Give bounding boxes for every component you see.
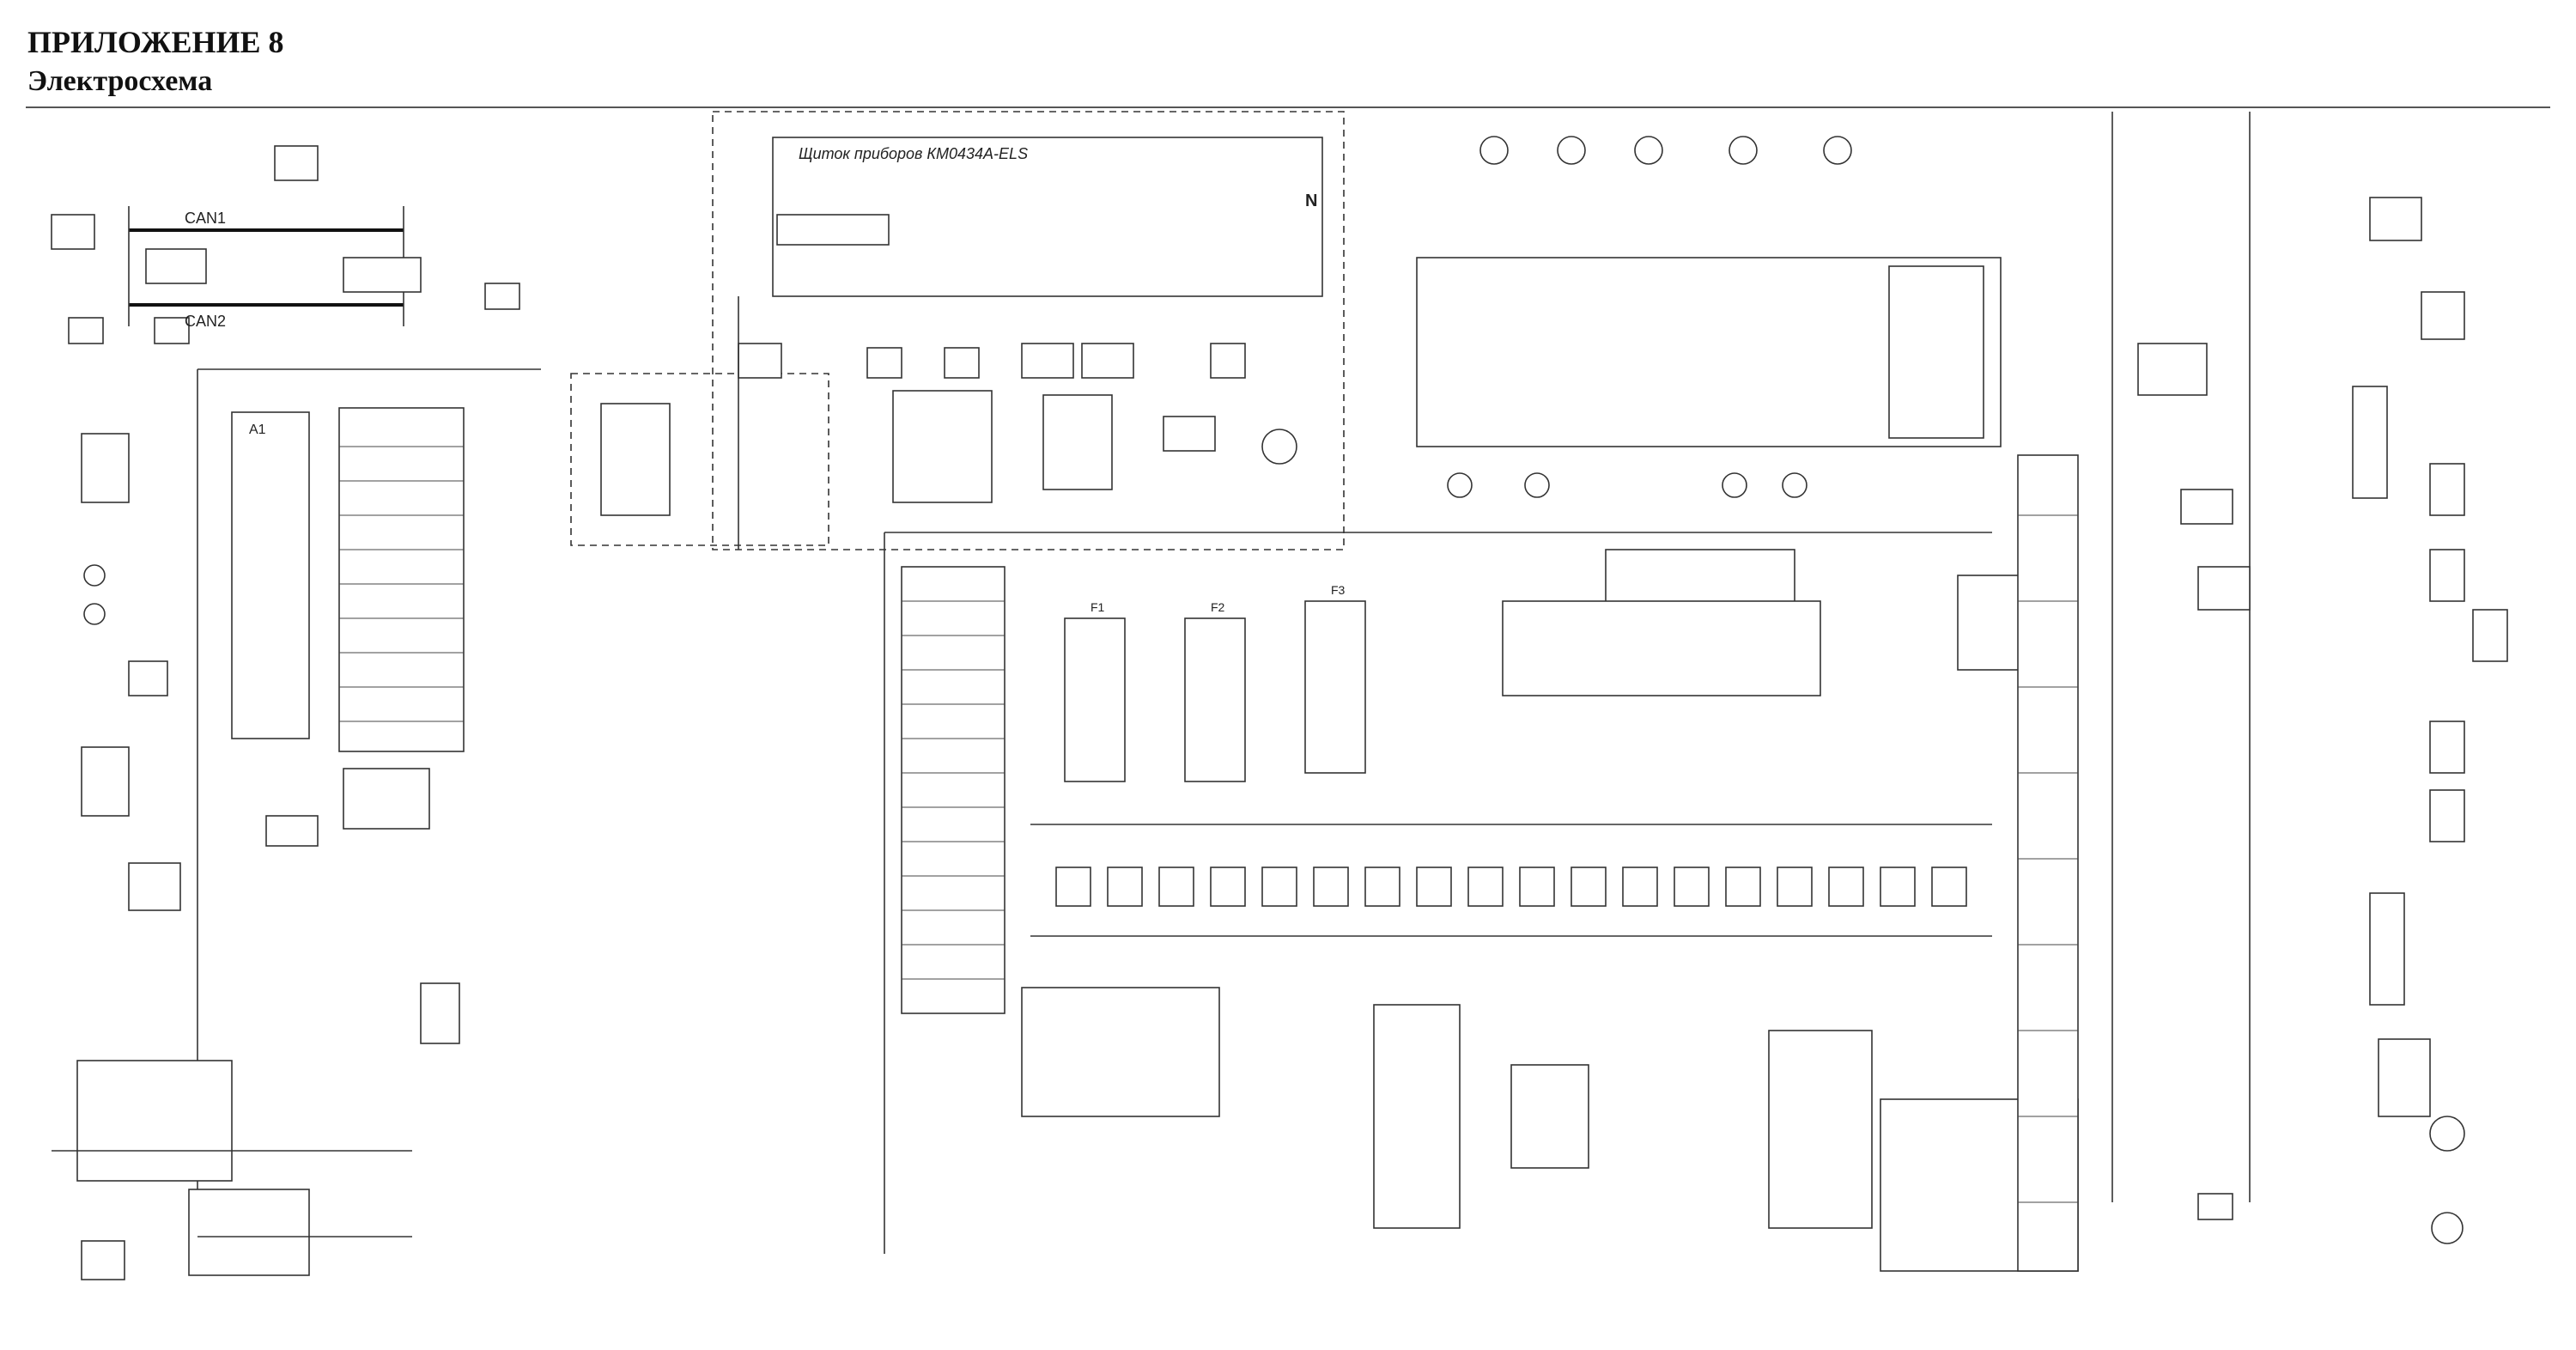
controller-a1: A1 xyxy=(197,368,541,1237)
can-bus-section: CAN1 CAN2 xyxy=(51,145,520,344)
block-a1-label: A1 xyxy=(249,423,266,437)
terminal-strip xyxy=(2017,112,2251,1272)
left-components xyxy=(52,433,460,1280)
right-sensors xyxy=(2137,197,2508,1244)
panel-title: Щиток приборов КМ0434А-ELS xyxy=(799,145,1028,162)
appendix-title: ПРИЛОЖЕНИЕ 8 xyxy=(27,25,284,59)
dashboard-region-a2: Щиток приборов КМ0434А-ELS N xyxy=(570,111,1345,550)
fuse-f2-label: F2 xyxy=(1211,600,1225,614)
fuse-blocks: F1 F2 F3 xyxy=(884,532,1992,1254)
relay-row xyxy=(1030,824,1992,937)
neutral-symbol: N xyxy=(1305,192,1317,210)
diagram-subtitle: Электросхема xyxy=(27,65,213,97)
can1-label: CAN1 xyxy=(185,210,226,227)
upper-right-panel xyxy=(1416,136,2044,696)
fuse-f1-label: F1 xyxy=(1091,600,1105,614)
header-divider xyxy=(26,106,2550,108)
can2-label: CAN2 xyxy=(185,313,226,330)
fuse-f3-label: F3 xyxy=(1331,583,1346,597)
connector-tables xyxy=(1021,987,2079,1272)
